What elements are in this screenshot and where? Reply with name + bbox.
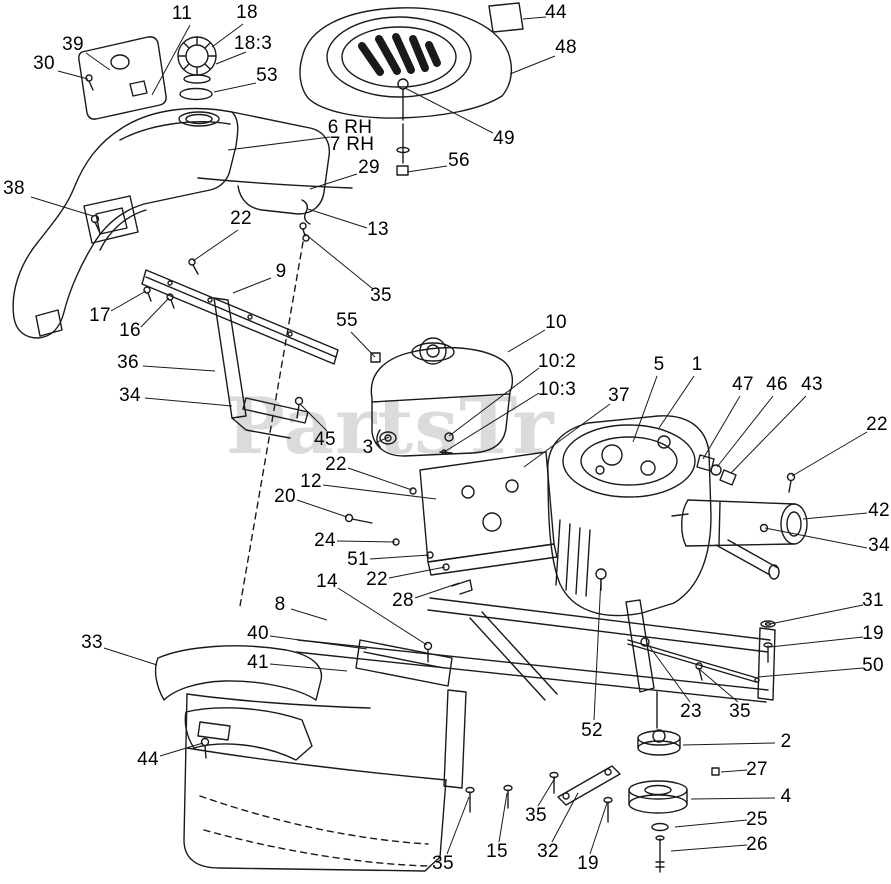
bumper-drawing (154, 645, 323, 761)
callout-label: 7 RH (329, 134, 375, 155)
callout-label: 27 (746, 759, 768, 780)
callout-label: 53 (256, 65, 278, 86)
callout-label: 26 (746, 834, 768, 855)
pulley-drawing (628, 691, 720, 873)
callout-label: 42 (868, 500, 890, 521)
callout-label: 50 (862, 655, 884, 676)
callout-label: 48 (555, 37, 577, 58)
callout-label: 46 (766, 374, 788, 395)
callout-label: 41 (247, 652, 269, 673)
console-panel-drawing (78, 36, 167, 120)
callout-label: 33 (81, 632, 103, 653)
callout-label: 29 (358, 157, 380, 178)
fuel-tank-drawing (370, 337, 514, 457)
callout-label: 4 (780, 786, 792, 807)
plate-44-drawing (488, 2, 524, 33)
callout-label: 22 (866, 414, 888, 435)
callout-label: 15 (486, 841, 508, 862)
callout-label: 18 (236, 2, 258, 23)
callout-label: 10:2 (537, 351, 577, 372)
callout-label: 49 (493, 128, 515, 149)
callout-label: 52 (581, 720, 603, 741)
fuel-cap-drawing (177, 36, 220, 127)
callout-label: 34 (119, 385, 141, 406)
support-rail-drawing (141, 269, 339, 365)
callout-label: 30 (33, 53, 55, 74)
callout-label: 31 (862, 590, 884, 611)
callout-label: 35 (525, 805, 547, 826)
callout-label: 47 (732, 374, 754, 395)
bottom-hardware-drawing (465, 765, 621, 823)
callout-label: 28 (392, 590, 414, 611)
callout-label: 13 (367, 219, 389, 240)
callout-label: 9 (275, 261, 287, 282)
callout-label: 20 (274, 486, 296, 507)
callout-label: 3 (362, 437, 374, 458)
callout-label: 8 (274, 594, 286, 615)
callout-label: 12 (300, 471, 322, 492)
callout-label: 22 (366, 569, 388, 590)
callout-label: 16 (119, 320, 141, 341)
callout-label: 19 (862, 623, 884, 644)
callout-label: 5 (653, 354, 665, 375)
brace-drawing (213, 297, 309, 439)
callout-label: 6 RH (327, 117, 373, 138)
callout-label: 10:3 (537, 379, 577, 400)
callout-label: 22 (230, 208, 252, 229)
callout-label: 18:3 (233, 33, 273, 54)
callout-label: 36 (117, 352, 139, 373)
callout-label: 22 (325, 454, 347, 475)
callout-label: 34 (868, 535, 890, 556)
callout-label: 11 (171, 3, 193, 24)
callout-label: 44 (137, 749, 159, 770)
part-drawings (12, 2, 808, 873)
callout-label: 56 (448, 150, 470, 171)
engine-cover-drawing (299, 7, 513, 176)
muffler-drawing (671, 472, 808, 580)
callout-label: 38 (3, 178, 25, 199)
callout-label: 25 (746, 809, 768, 830)
leader-lines (30, 16, 868, 855)
fender-drawing (12, 107, 353, 339)
callout-label: 35 (729, 701, 751, 722)
callout-label: 37 (608, 385, 630, 406)
callout-label: 43 (801, 374, 823, 395)
callout-label: 19 (577, 853, 599, 874)
callout-label: 24 (314, 530, 336, 551)
callout-label: 55 (336, 310, 358, 331)
callout-label: 51 (347, 549, 369, 570)
callout-label: 1 (691, 354, 703, 375)
frame-drawing (295, 597, 776, 789)
callout-label: 2 (780, 731, 792, 752)
callout-label: 17 (89, 305, 111, 326)
callout-label: 32 (537, 841, 559, 862)
callout-label: 35 (370, 285, 392, 306)
callout-label: 10 (545, 312, 567, 333)
callout-label: 44 (545, 2, 567, 23)
callout-label: 40 (247, 623, 269, 644)
callout-label: 45 (314, 429, 336, 450)
callout-label: 35 (432, 853, 454, 874)
callout-label: 14 (316, 571, 338, 592)
construction-line (239, 241, 304, 607)
deck-drawing (183, 693, 447, 872)
callout-label: 23 (680, 701, 702, 722)
callout-label: 39 (62, 34, 84, 55)
heat-shield-drawing (344, 451, 558, 595)
